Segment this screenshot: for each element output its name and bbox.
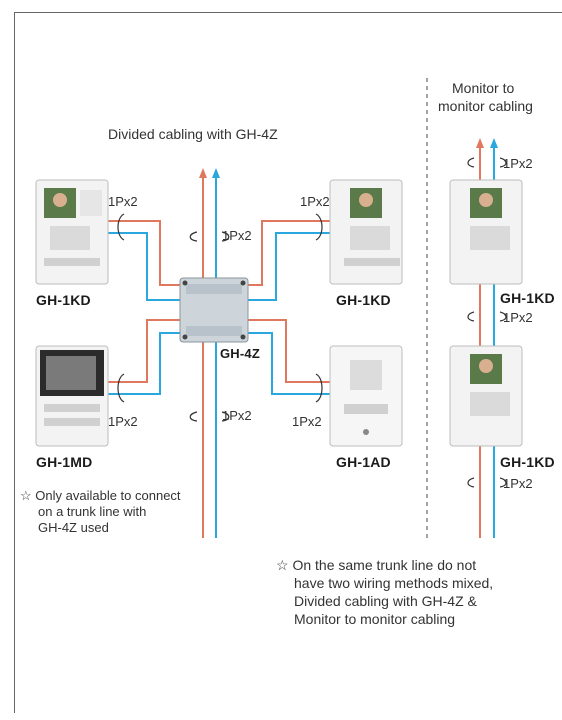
cable-label-trunk-top: 1Px2 [222,228,252,243]
wire-ad-blue [248,332,338,395]
gh-4z-hub [179,277,249,343]
model-hub: GH-4Z [220,346,260,361]
loop-right-2 [467,311,507,322]
cable-label-right-1: 1Px2 [503,156,533,171]
wire-md-blue [108,332,180,395]
cable-label-right-3: 1Px2 [503,476,533,491]
model-kd-right-2: GH-1KD [500,454,555,470]
right-section-title-line1: Monitor to [452,80,515,96]
model-ad: GH-1AD [336,454,391,470]
arrow-up-blue [212,168,220,178]
gh-1md-device [35,345,109,447]
model-md: GH-1MD [36,454,93,470]
star-icon: ☆ [20,488,32,503]
gh-1kd-device-top-right [329,179,403,285]
right-arrow-red [476,138,484,148]
gh-1kd-device-right-2 [449,345,523,447]
wire-ad-red [248,319,338,383]
wire-kd-tl-blue [108,232,180,301]
model-kd-right-1: GH-1KD [500,290,555,306]
gh-1kd-device-top-left [35,179,109,285]
loop-right-3 [467,477,507,488]
cable-label-right-2: 1Px2 [503,310,533,325]
right-section-title-line2: monitor cabling [438,98,533,114]
wire-kd-tl-red [108,220,180,286]
gh-1kd-device-right-1 [449,179,523,285]
cable-label-md: 1Px2 [108,414,138,429]
note-mixing: ☆ On the same trunk line do not have two… [276,557,494,627]
arrow-up-red [199,168,207,178]
loop-trunk-top [189,231,230,242]
wire-kd-tr-red [248,220,338,286]
wire-kd-tr-blue [248,232,338,301]
cable-label-kd-tl: 1Px2 [108,194,138,209]
star-icon: ☆ [276,557,289,573]
wire-md-red [108,319,180,383]
left-section-title: Divided cabling with GH-4Z [108,126,278,142]
cable-label-kd-tr: 1Px2 [300,194,330,209]
gh-1ad-device [329,345,403,447]
right-arrow-blue [490,138,498,148]
note-md: ☆ Only available to connect on a trunk l… [20,488,181,535]
loop-kd-tr [315,213,323,241]
cable-label-trunk-bottom: 1Px2 [222,408,252,423]
diagram-frame [14,12,562,713]
loop-right-1 [467,157,507,168]
loop-ad [315,373,323,403]
model-kd-top-right: GH-1KD [336,292,391,308]
loop-md [117,373,125,403]
model-kd-top-left: GH-1KD [36,292,91,308]
loop-kd-tl [117,213,125,241]
loop-trunk-bottom [189,411,230,422]
cable-label-ad: 1Px2 [292,414,322,429]
